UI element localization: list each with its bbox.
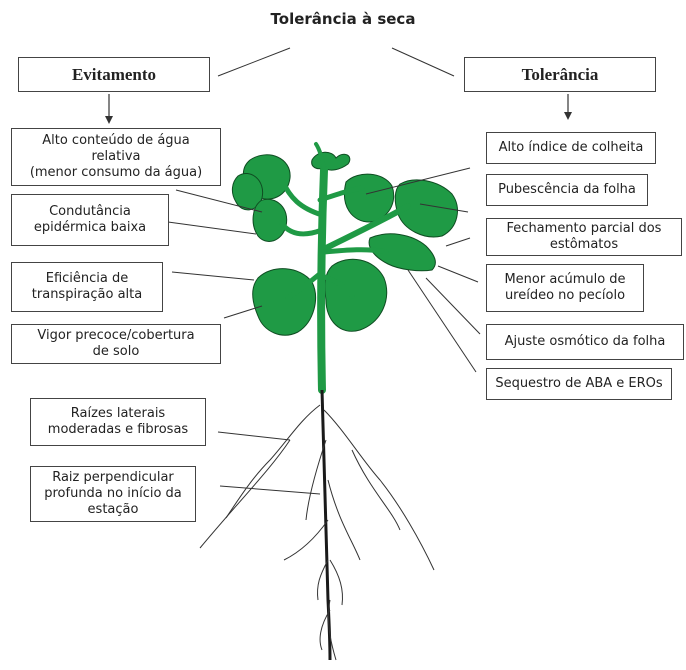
avoidance-item: Condutância epidérmica baixa	[11, 194, 169, 246]
avoidance-item: Alto conteúdo de água relativa (menor co…	[11, 128, 221, 186]
tolerance-item: Alto índice de colheita	[486, 132, 656, 164]
lateral-roots	[200, 405, 434, 660]
tolerance-item: Pubescência da folha	[486, 174, 648, 206]
tolerance-item: Menor acúmulo de ureídeo no pecíolo	[486, 264, 644, 312]
title-connector-right	[392, 48, 454, 76]
arrow-tolerance	[564, 112, 572, 120]
tolerance-item: Sequestro de ABA e EROs	[486, 368, 672, 400]
avoidance-item: Eficiência de transpiração alta	[11, 262, 163, 312]
tolerance-item: Ajuste osmótico da folha	[486, 324, 684, 360]
arrow-avoidance	[105, 116, 113, 124]
tolerance-item: Fechamento parcial dos estômatos	[486, 218, 682, 256]
avoidance-item: Raiz perpendicular profunda no início da…	[30, 466, 196, 522]
title-connector-left	[218, 48, 290, 76]
avoidance-item: Raízes laterais moderadas e fibrosas	[30, 398, 206, 446]
avoidance-item: Vigor precoce/cobertura de solo	[11, 324, 221, 364]
